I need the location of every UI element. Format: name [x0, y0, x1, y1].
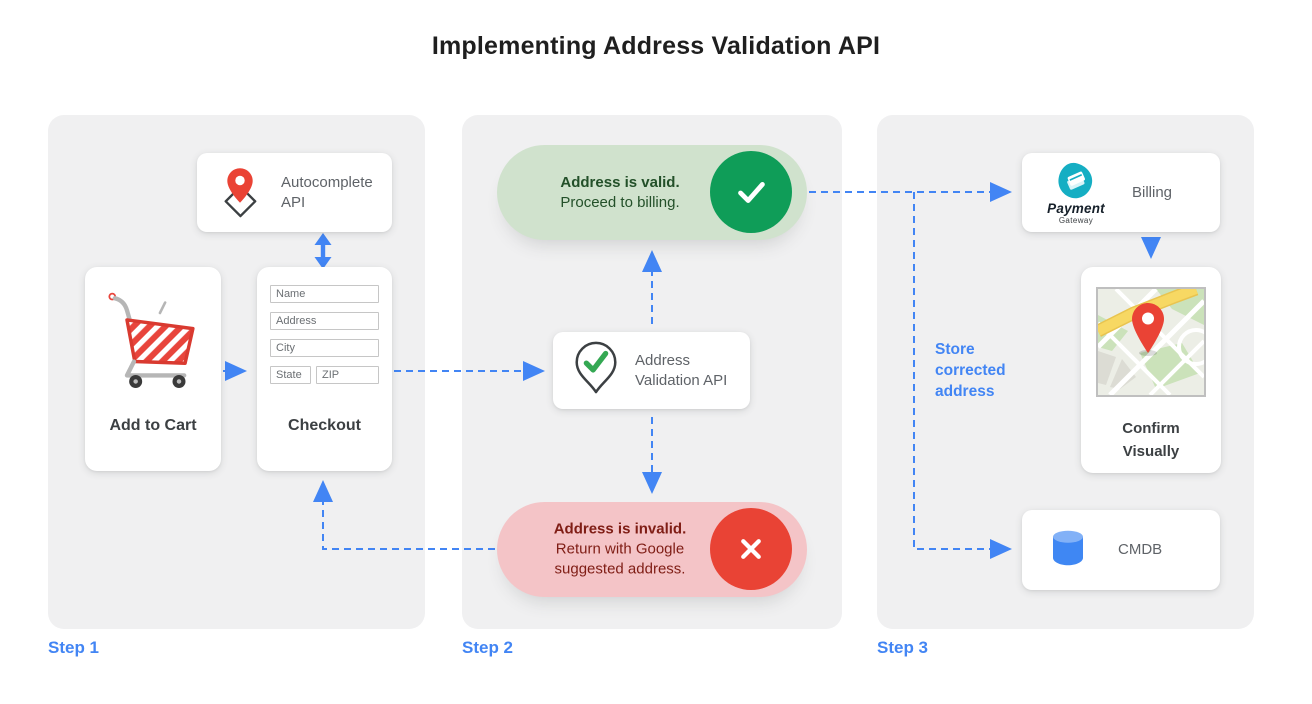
check-circle-icon: [710, 151, 792, 233]
x-circle-icon: [710, 508, 792, 590]
billing-label: Billing: [1132, 183, 1173, 201]
validation-api-label: Address Validation API: [635, 352, 728, 389]
database-icon: [1044, 524, 1092, 577]
address-valid-pill: Address is valid. Proceed to billing.: [497, 145, 807, 240]
city-field[interactable]: City: [270, 339, 379, 357]
payment-gateway-subtext: Gateway: [1058, 215, 1094, 225]
cmdb-label: CMDB: [1118, 541, 1163, 559]
step1-label: Step 1: [48, 638, 100, 657]
valid-pill-title: Address is valid.: [560, 173, 680, 191]
zip-field[interactable]: ZIP: [316, 366, 379, 384]
billing-card: Payment Gateway Billing: [1022, 153, 1220, 232]
address-validation-api-card: Address Validation API: [553, 332, 750, 409]
map-pin-on-diamond-icon: [211, 161, 269, 224]
address-invalid-pill: Address is invalid. Return with Google s…: [497, 502, 807, 597]
add-to-cart-card: Add to Cart: [85, 267, 221, 471]
invalid-pill-title: Address is invalid.: [553, 520, 687, 538]
name-field[interactable]: Name: [270, 285, 379, 303]
valid-pill-subtitle: Proceed to billing.: [560, 193, 680, 211]
map-thumbnail: [1095, 282, 1215, 397]
confirm-visually-label: Confirm Visually: [1122, 420, 1180, 461]
invalid-pill-subtitle: Return with Google suggested address.: [554, 540, 686, 578]
state-field[interactable]: State: [270, 366, 311, 384]
confirm-visually-card: Confirm Visually: [1081, 267, 1221, 473]
add-to-cart-label: Add to Cart: [109, 417, 197, 434]
store-corrected-address-note: Store corrected address: [935, 341, 1006, 400]
step2-label: Step 2: [462, 638, 514, 657]
autocomplete-api-card: Autocomplete API: [197, 153, 392, 232]
cmdb-card: CMDB: [1022, 510, 1220, 590]
step3-label: Step 3: [877, 638, 929, 657]
autocomplete-api-label: Autocomplete API: [281, 174, 373, 211]
checkout-form: Name Address City State ZIP: [270, 285, 379, 384]
map-pin-check-icon: [569, 340, 623, 401]
payment-gateway-logo: Payment Gateway: [1038, 161, 1114, 225]
checkout-label: Checkout: [288, 417, 361, 434]
checkout-card: Name Address City State ZIP Checkout: [257, 267, 392, 471]
shopping-cart-icon: [101, 283, 205, 400]
page-title: Implementing Address Validation API: [431, 32, 881, 60]
payment-gateway-wordmark: Payment: [1047, 200, 1105, 216]
address-field[interactable]: Address: [270, 312, 379, 330]
